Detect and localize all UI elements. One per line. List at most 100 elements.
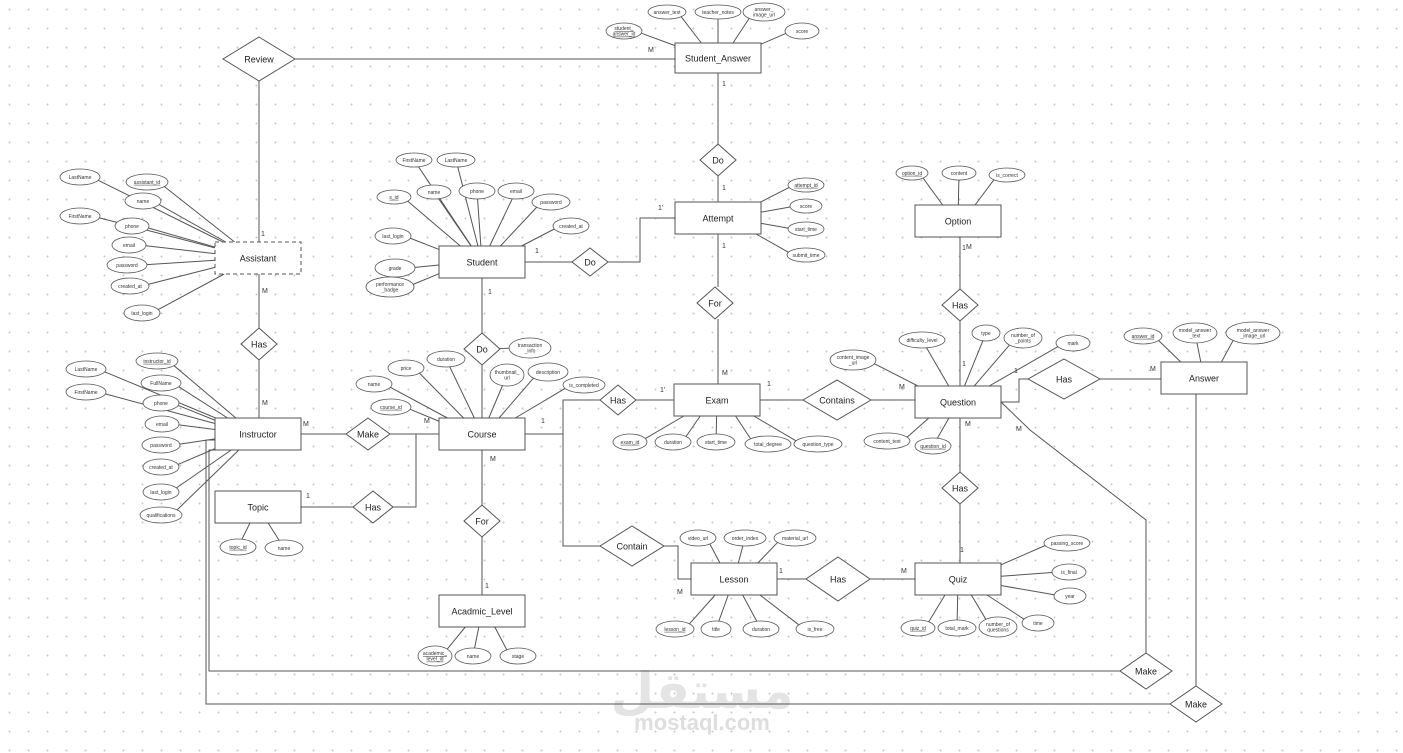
attribute-co-thumb[interactable]: thumbnail_url — [489, 363, 525, 387]
attribute-at-start[interactable]: start_time — [787, 221, 825, 237]
attribute-st-pass[interactable]: password — [531, 193, 571, 211]
attribute-qu-type[interactable]: type — [971, 324, 1001, 342]
attribute-an-id[interactable]: answer_id — [1123, 327, 1163, 345]
attribute-qu-text[interactable]: content_text — [863, 432, 911, 450]
attribute-qz-pass[interactable]: passing_score — [1043, 534, 1091, 552]
attribute-as-first[interactable]: FirstName — [59, 207, 101, 225]
attribute-in-email[interactable]: email — [144, 415, 180, 433]
attribute-qz-final[interactable]: is_final — [1051, 563, 1087, 581]
attribute-in-full[interactable]: FullName — [140, 374, 182, 392]
attribute-in-qual[interactable]: qualifications — [139, 506, 183, 524]
attribute-as-last[interactable]: LastName — [59, 168, 101, 186]
attribute-as-pass[interactable]: password — [106, 256, 148, 274]
relationship-contain-lesson[interactable]: Contain — [599, 525, 665, 567]
entity-instructor[interactable]: Instructor — [214, 417, 302, 451]
relationship-for-exam[interactable]: For — [696, 286, 734, 320]
attribute-as-id[interactable]: assistant_id — [125, 173, 169, 191]
relationship-make-answer[interactable]: Make — [1169, 685, 1223, 723]
relationship-review[interactable]: Review — [222, 36, 296, 82]
attribute-at-id[interactable]: attempt_id — [787, 177, 825, 193]
relationship-has-topic[interactable]: Has — [352, 490, 394, 524]
entity-student-answer[interactable]: Student_Answer — [674, 42, 762, 74]
attribute-as-created[interactable]: created_at — [110, 277, 150, 295]
attribute-as-phone[interactable]: phone — [114, 217, 150, 235]
relationship-has-exam[interactable]: Has — [599, 384, 637, 416]
entity-course[interactable]: Course — [438, 417, 526, 451]
entity-topic[interactable]: Topic — [214, 490, 302, 524]
attribute-tp-name[interactable]: name — [264, 539, 304, 557]
attribute-qu-img[interactable]: content_image_url — [829, 349, 877, 371]
attribute-sa-id[interactable]: student_answer_id — [605, 22, 643, 40]
attribute-st-phone[interactable]: phone — [458, 182, 496, 200]
entity-attempt[interactable]: Attempt — [674, 201, 762, 235]
attribute-co-duration[interactable]: duration — [426, 350, 466, 368]
attribute-st-id[interactable]: s_id — [376, 189, 412, 205]
attribute-co-name[interactable]: name — [355, 375, 393, 393]
attribute-as-email[interactable]: email — [111, 236, 147, 254]
attribute-sa-notes[interactable]: teacher_notes — [694, 4, 742, 20]
attribute-ls-order[interactable]: order_index — [723, 529, 767, 547]
attribute-an-text[interactable]: model_answer_text — [1172, 322, 1218, 344]
relationship-make-question[interactable]: Make — [1119, 652, 1173, 690]
attribute-st-login[interactable]: last_login — [374, 227, 412, 245]
relationship-make-course[interactable]: Make — [345, 417, 391, 451]
attribute-sa-score[interactable]: score — [784, 22, 820, 40]
attribute-co-id[interactable]: course_id — [370, 398, 412, 416]
attribute-ls-free[interactable]: is_free — [795, 620, 835, 638]
relationship-for-level[interactable]: For — [463, 504, 501, 538]
attribute-st-grade[interactable]: grade — [374, 258, 416, 278]
attribute-st-badge[interactable]: performance_badge — [365, 276, 415, 298]
attribute-tp-id[interactable]: topic_id — [219, 538, 257, 556]
attribute-st-name[interactable]: name — [416, 184, 452, 200]
attribute-st-first[interactable]: FirstName — [395, 152, 433, 168]
attribute-ex-id[interactable]: exam_id — [612, 433, 648, 451]
attribute-ex-qtype[interactable]: question_type — [793, 435, 843, 453]
attribute-co-completed[interactable]: is_completed — [562, 376, 606, 394]
relationship-has-quiz-q[interactable]: Has — [941, 471, 979, 505]
attribute-dc-trans[interactable]: transaction_info — [508, 337, 552, 359]
attribute-in-id[interactable]: instructor_id — [135, 352, 179, 370]
attribute-ex-start[interactable]: start_time — [696, 433, 736, 451]
attribute-in-last[interactable]: LastName — [65, 360, 107, 378]
attribute-al-stage[interactable]: stage — [499, 647, 537, 665]
attribute-at-score[interactable]: score — [789, 198, 823, 214]
attribute-ls-video[interactable]: video_url — [679, 529, 717, 547]
attribute-an-img[interactable]: model_answer_image_url — [1225, 321, 1281, 345]
attribute-in-created[interactable]: created_at — [142, 458, 180, 476]
attribute-co-desc[interactable]: description — [527, 362, 569, 382]
relationship-do-answer[interactable]: Do — [699, 143, 737, 177]
attribute-in-pass[interactable]: password — [141, 436, 181, 454]
attribute-ex-total[interactable]: total_degree — [744, 435, 792, 453]
attribute-qz-year[interactable]: year — [1053, 587, 1087, 605]
attribute-qu-points[interactable]: number_of_points — [1003, 327, 1043, 349]
relationship-has-option[interactable]: Has — [941, 288, 979, 322]
attribute-op-id[interactable]: option_id — [895, 165, 929, 181]
attribute-al-id[interactable]: academic_level_id — [417, 645, 453, 667]
attribute-op-content[interactable]: content — [941, 165, 977, 181]
entity-option[interactable]: Option — [914, 204, 1002, 238]
relationship-do-attempt[interactable]: Do — [571, 247, 609, 277]
attribute-as-name[interactable]: name — [124, 192, 162, 210]
entity-answer[interactable]: Answer — [1160, 361, 1248, 395]
attribute-st-email[interactable]: email — [497, 182, 535, 200]
entity-student[interactable]: Student — [438, 245, 526, 279]
attribute-qu-mark[interactable]: mark — [1055, 334, 1091, 352]
attribute-qz-total[interactable]: total_mark — [937, 619, 977, 637]
entity-academic-level[interactable]: Acadmic_Level — [438, 594, 526, 628]
attribute-ls-id[interactable]: lesson_id — [655, 620, 695, 638]
attribute-ex-duration[interactable]: duration — [654, 433, 692, 451]
attribute-qu-id[interactable]: question_id — [914, 437, 952, 455]
entity-assistant[interactable]: Assistant — [214, 241, 302, 275]
entity-lesson[interactable]: Lesson — [690, 562, 778, 596]
relationship-has-answer[interactable]: Has — [1026, 358, 1102, 400]
attribute-sa-img[interactable]: answer_image_url — [742, 2, 786, 22]
attribute-st-last[interactable]: LastName — [436, 152, 476, 168]
attribute-op-correct[interactable]: is_correct — [988, 167, 1026, 183]
relationship-has-assistant[interactable]: Has — [240, 327, 278, 361]
attribute-qz-time[interactable]: time — [1021, 614, 1055, 632]
attribute-sa-text[interactable]: answer_text — [647, 4, 687, 20]
attribute-at-submit[interactable]: submit_time — [786, 247, 826, 263]
attribute-ls-material[interactable]: material_url — [773, 529, 817, 547]
entity-question[interactable]: Question — [914, 385, 1002, 419]
